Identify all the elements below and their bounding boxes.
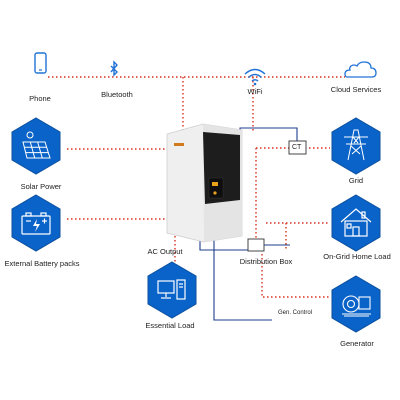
essential-load-label: Essential Load <box>145 321 195 330</box>
ct-box <box>288 140 307 155</box>
phone-label: Phone <box>29 94 51 103</box>
home-load-label: On-Grid Home Load <box>323 252 391 261</box>
ct-label: CT <box>292 144 302 151</box>
grid-hexagon <box>331 117 381 175</box>
cloud-icon <box>344 61 377 78</box>
line-generator <box>261 250 330 298</box>
home-load-hexagon <box>331 194 381 252</box>
inverter <box>166 123 243 243</box>
ac-output-label: AC Output <box>147 247 183 256</box>
wire-gen <box>213 236 272 321</box>
battery-hexagon <box>11 194 61 252</box>
bluetooth-icon <box>110 60 118 77</box>
cloud-label: Cloud Services <box>330 85 382 94</box>
inverter-screen <box>208 177 224 199</box>
house-icon <box>340 208 372 237</box>
phone-icon <box>34 52 47 74</box>
generator-label: Generator <box>340 339 374 348</box>
line-home-load <box>266 222 330 250</box>
battery-icon <box>21 212 51 235</box>
wifi-icon <box>244 68 266 86</box>
distribution-box <box>247 238 265 252</box>
solar-hexagon <box>11 117 61 175</box>
grid-label: Grid <box>348 176 364 185</box>
computer-icon <box>157 279 186 300</box>
connection-lines <box>48 76 345 298</box>
distribution-box-label: Distribution Box <box>239 257 293 266</box>
wire-ct <box>239 127 298 234</box>
wifi-label: WiFi <box>247 87 263 96</box>
gen-control-label: Gen. Control <box>278 310 313 316</box>
generator-hexagon <box>331 275 381 333</box>
transmission-tower-icon <box>344 129 368 161</box>
generator-icon <box>342 295 371 317</box>
battery-label: External Battery packs <box>4 259 80 268</box>
solar-panel-icon <box>22 131 51 159</box>
inverter-logo <box>174 143 184 146</box>
bluetooth-label: Bluetooth <box>101 90 133 99</box>
essential-load-hexagon <box>147 261 197 319</box>
solar-label: Solar Power <box>20 182 62 191</box>
